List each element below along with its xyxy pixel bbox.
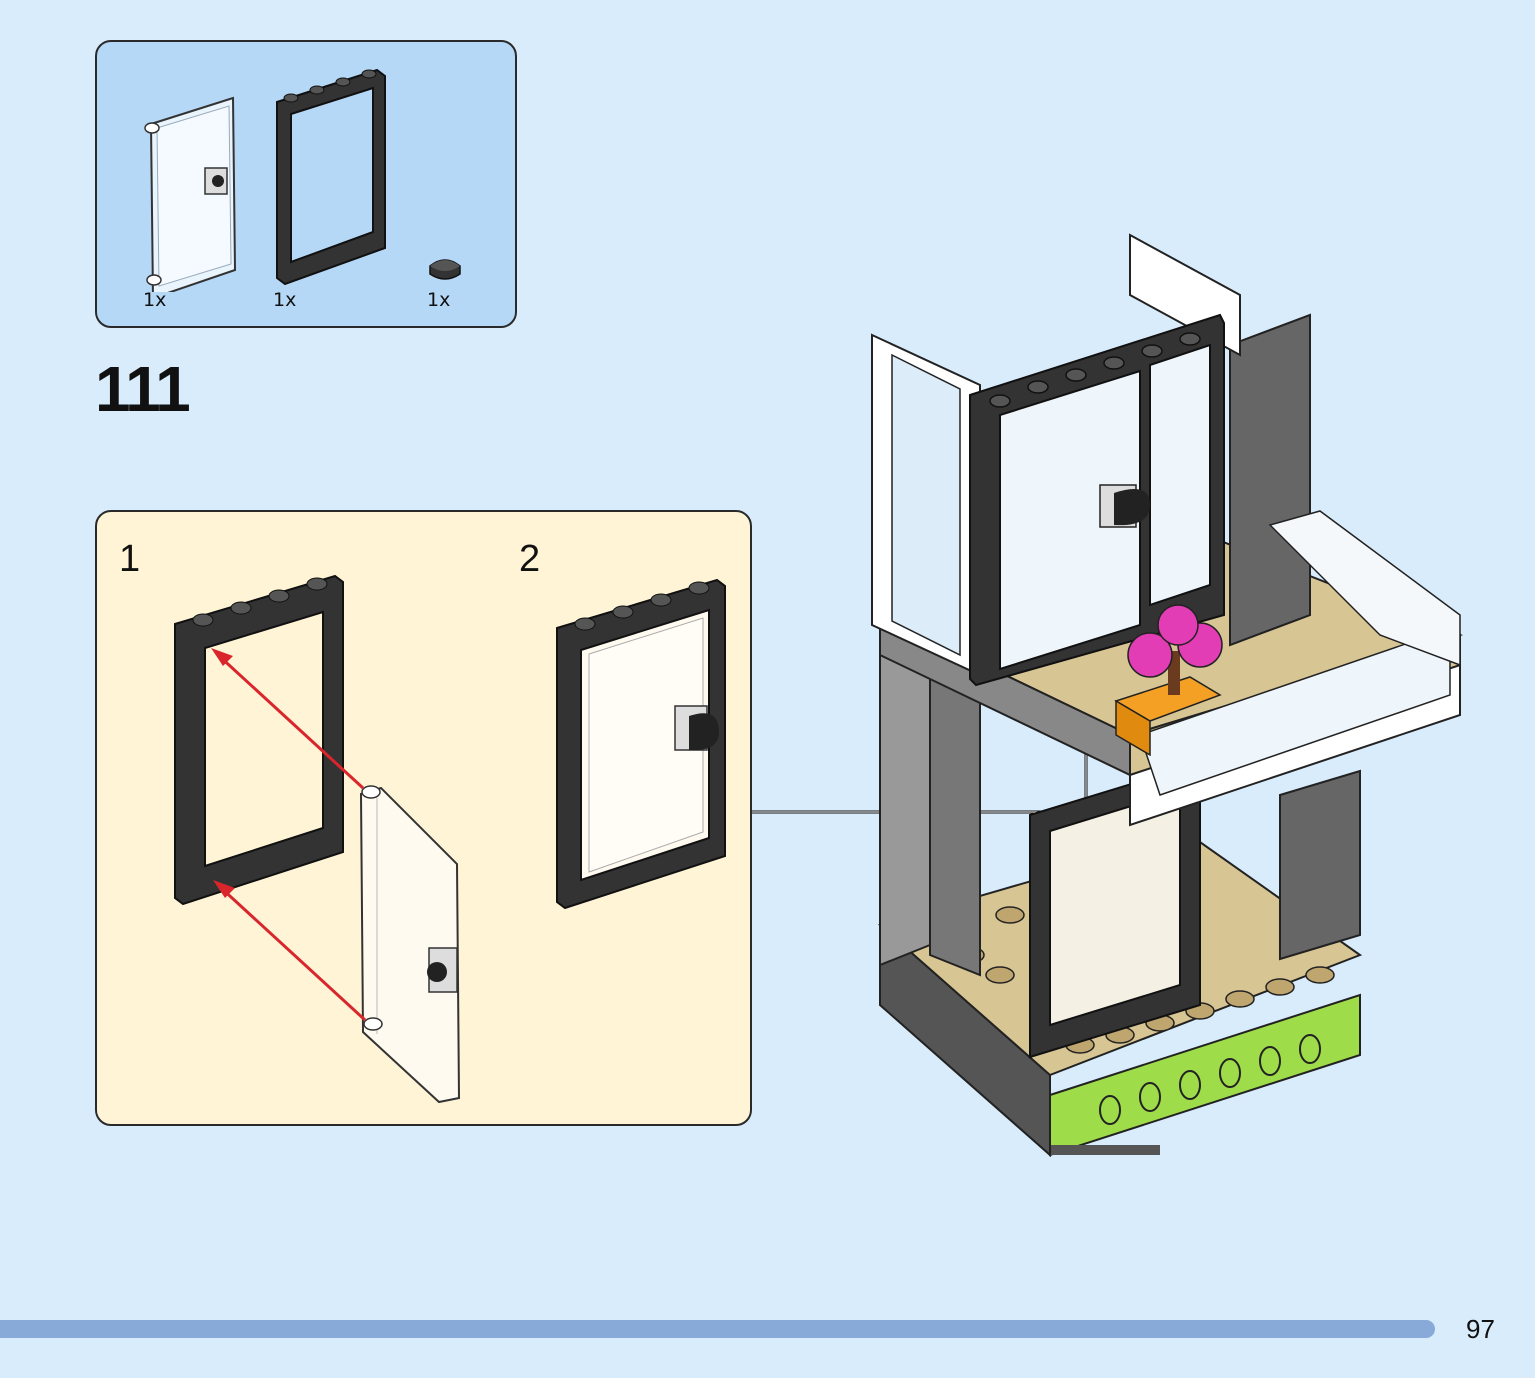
sub-assembly-box: 1 2 (95, 510, 752, 1126)
substep-label: 2 (519, 538, 541, 580)
part-quantity: 1x (273, 289, 297, 311)
page-progress-bar (0, 1320, 1435, 1338)
door-attach-illustration (174, 574, 461, 1104)
part-quantity: 1x (143, 289, 167, 311)
arrow-icon (215, 652, 365, 790)
black-round-tile-icon (429, 259, 461, 280)
part-quantity: 1x (427, 289, 451, 311)
assembled-door-illustration (556, 578, 726, 910)
arrow-icon (217, 884, 367, 1022)
transparent-door-panel-icon (144, 96, 237, 292)
step-number: 111 (95, 353, 191, 425)
building-model-illustration (871, 233, 1464, 1158)
page-number: 97 (1466, 1314, 1495, 1344)
parts-list-box: 1x 1x 1x (95, 40, 517, 328)
substep-label: 1 (119, 538, 141, 580)
black-door-frame-icon (276, 68, 386, 286)
